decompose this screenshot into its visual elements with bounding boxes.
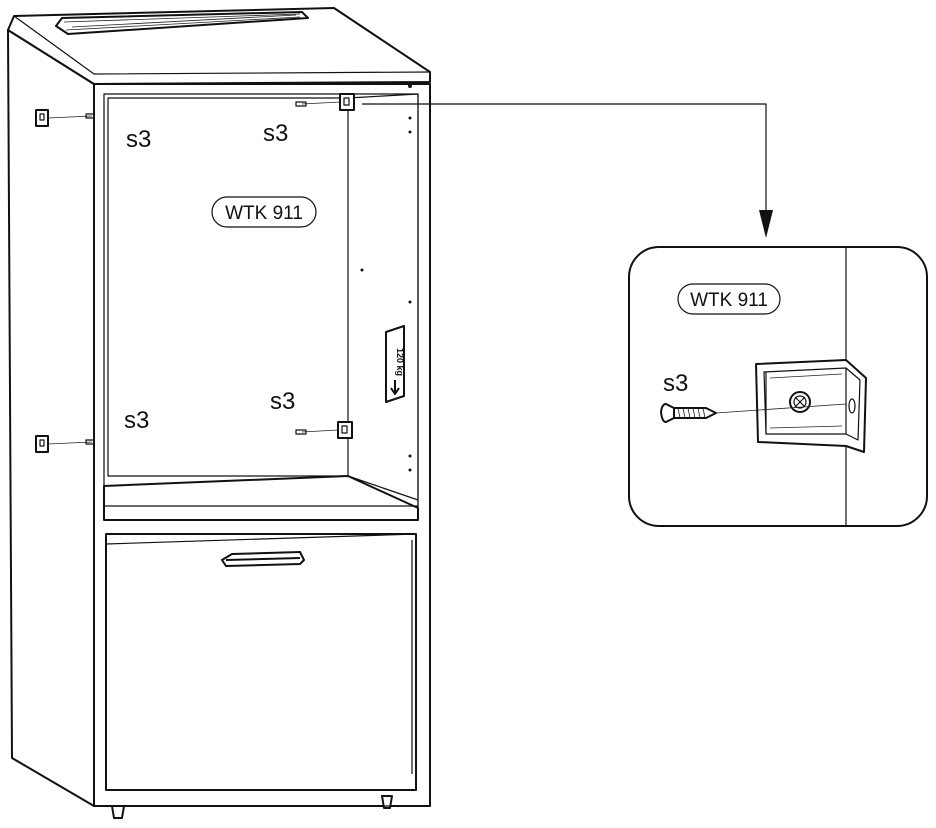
top-vent-slot <box>55 11 309 35</box>
detail-screw-icon <box>660 403 847 423</box>
weight-label-text: 120 kg <box>395 348 405 376</box>
wall-bracket-bottom-right <box>295 421 353 439</box>
detail-wall-bracket <box>755 359 867 453</box>
shelf-pin-holes <box>360 84 412 472</box>
detail-part-code-text: WTK 911 <box>690 290 768 311</box>
screw-label-bottom-right: s3 <box>270 388 295 415</box>
detail-screw-label: s3 <box>663 370 688 397</box>
screw-label-top-left: s3 <box>126 126 151 153</box>
part-code-text: WTK 911 <box>225 203 303 224</box>
cabinet-side-panel <box>7 29 95 807</box>
detail-part-code-badge: WTK 911 <box>677 283 781 315</box>
cabinet-foot-right <box>381 795 393 809</box>
wall-bracket-top-left <box>35 109 95 127</box>
cabinet: 120 kg s3 s3 <box>7 7 431 819</box>
wall-bracket-top-right <box>295 93 355 111</box>
screw-label-bottom-left: s3 <box>124 407 149 434</box>
cabinet-drawer-front <box>105 533 417 791</box>
part-code-badge: WTK 911 <box>211 196 317 228</box>
detail-callout-box: WTK 911 s3 <box>628 246 928 527</box>
drawer-handle <box>221 551 305 567</box>
callout-arrow <box>362 103 773 238</box>
cabinet-foot-left <box>111 805 125 819</box>
wall-bracket-bottom-left <box>35 435 95 453</box>
weight-label-sticker: 120 kg <box>385 325 405 403</box>
screw-label-top-right: s3 <box>263 120 288 147</box>
